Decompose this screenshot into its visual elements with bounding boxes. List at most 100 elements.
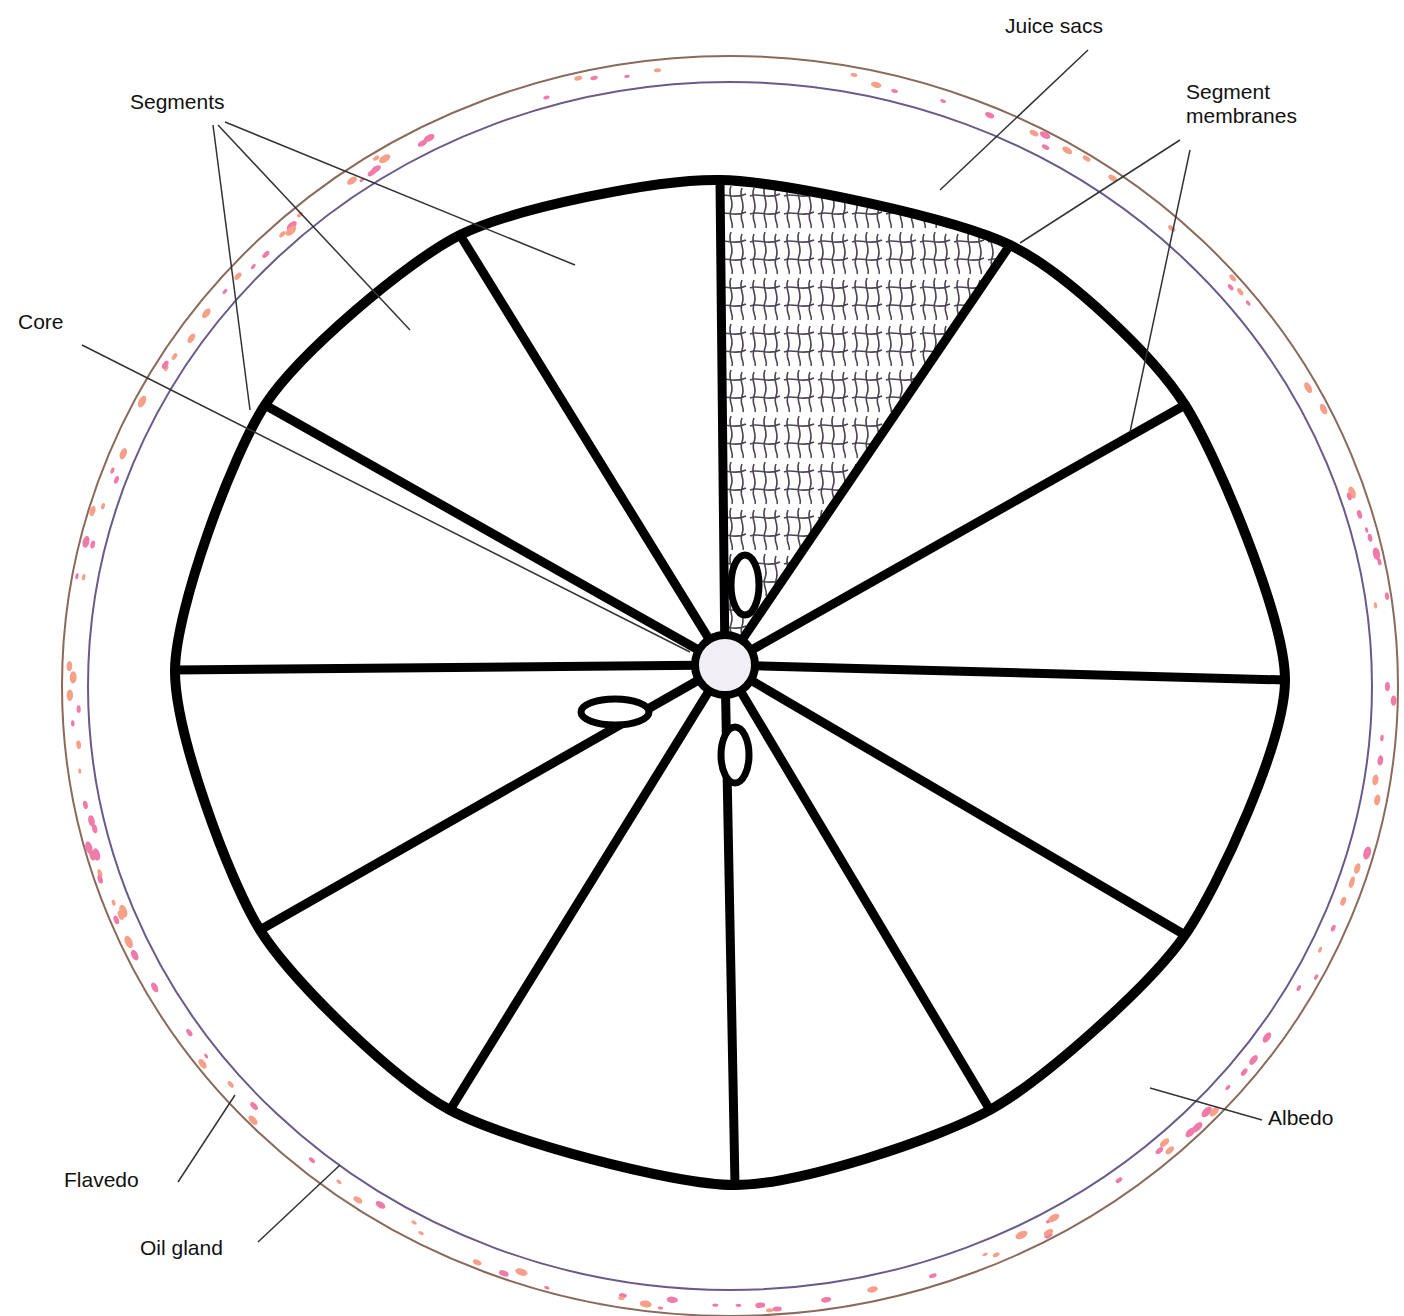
oil-gland-dot bbox=[1236, 287, 1245, 296]
oil-gland-dot bbox=[1362, 846, 1373, 861]
oil-gland-dot bbox=[1349, 876, 1356, 885]
oil-gland-dot bbox=[284, 224, 298, 238]
oil-gland-dot bbox=[161, 359, 170, 370]
part-label: Albedo bbox=[1268, 1106, 1333, 1130]
oil-gland-dot bbox=[1158, 1137, 1171, 1149]
leader-line bbox=[225, 122, 575, 265]
oil-gland-dot bbox=[227, 1080, 235, 1089]
part-label: Flavedo bbox=[64, 1168, 139, 1192]
oil-gland-dot bbox=[544, 1286, 550, 1290]
leader-line bbox=[82, 345, 690, 652]
oil-gland-dot bbox=[1154, 1146, 1164, 1156]
oil-gland-dot bbox=[100, 502, 105, 509]
flavedo-boundary bbox=[88, 82, 1372, 1290]
oil-gland-dot bbox=[1227, 283, 1235, 291]
oil-gland-dot bbox=[91, 847, 101, 861]
oil-gland-dot bbox=[590, 75, 598, 81]
segment-membrane bbox=[720, 180, 725, 665]
leader-line bbox=[940, 50, 1088, 190]
oil-gland-dot bbox=[90, 540, 96, 549]
oil-gland-dot bbox=[1167, 224, 1176, 233]
oil-gland-dot bbox=[1184, 1126, 1197, 1139]
oil-gland-dot bbox=[1346, 492, 1353, 501]
pulp bbox=[175, 180, 1285, 1185]
part-label: Segments bbox=[130, 90, 225, 114]
seed bbox=[731, 555, 759, 615]
oil-gland-dot bbox=[67, 689, 74, 701]
core bbox=[695, 635, 755, 695]
oil-gland-dot bbox=[984, 111, 995, 120]
oil-gland-dot bbox=[203, 1053, 209, 1059]
oil-gland-dot bbox=[84, 841, 94, 855]
oil-gland-dot bbox=[422, 132, 435, 143]
oil-gland-dot bbox=[111, 900, 116, 906]
oil-gland-dot bbox=[1372, 774, 1380, 786]
oil-gland-dot bbox=[735, 1304, 741, 1307]
oil-gland-dot bbox=[96, 874, 103, 884]
part-label: Oil gland bbox=[140, 1236, 223, 1260]
oil-gland-dot bbox=[1339, 896, 1347, 907]
oil-gland-dot bbox=[136, 394, 148, 408]
oil-gland-dot bbox=[514, 1267, 528, 1278]
oil-gland-dot bbox=[940, 98, 947, 103]
segment-membrane bbox=[265, 405, 725, 665]
part-label: Core bbox=[18, 310, 64, 334]
oil-gland-dot bbox=[261, 250, 270, 259]
oil-gland-dot bbox=[1330, 924, 1337, 932]
seed bbox=[581, 699, 649, 725]
oil-gland-dot bbox=[1228, 273, 1237, 282]
oil-gland-dot bbox=[222, 288, 228, 295]
leader-line bbox=[218, 125, 410, 330]
oil-gland-dot bbox=[1377, 755, 1384, 766]
oil-gland-dot bbox=[149, 981, 159, 993]
oil-gland-dot bbox=[1377, 558, 1382, 566]
segment-membrane bbox=[260, 665, 725, 930]
oil-gland-dot bbox=[472, 1258, 482, 1266]
part-label: Juice sacs bbox=[1005, 14, 1103, 38]
oil-gland-dot bbox=[249, 1101, 259, 1112]
oil-gland-dot bbox=[66, 661, 72, 671]
oil-gland-dot bbox=[1240, 1067, 1249, 1077]
oil-gland-dot bbox=[1043, 1228, 1054, 1238]
oil-gland-dot bbox=[654, 68, 662, 73]
oil-gland-dot bbox=[78, 768, 82, 774]
oil-gland-dot bbox=[1385, 682, 1390, 691]
oil-gland-dot bbox=[1384, 592, 1389, 600]
oil-gland-dot bbox=[411, 1220, 418, 1226]
oil-gland-dot bbox=[200, 307, 212, 320]
oil-gland-dot bbox=[82, 800, 88, 809]
oil-gland-dot bbox=[186, 332, 197, 344]
oil-gland-dot bbox=[1261, 1031, 1273, 1044]
part-label: Segment membranes bbox=[1186, 80, 1346, 128]
leader-line bbox=[1150, 1088, 1262, 1120]
oil-gland-dot bbox=[352, 1195, 363, 1205]
oil-gland-dot bbox=[1313, 974, 1319, 981]
oil-gland-dot bbox=[1061, 145, 1073, 156]
oil-gland-dot bbox=[129, 949, 140, 962]
oil-gland-dot bbox=[755, 1302, 765, 1308]
oil-gland-dot bbox=[666, 1296, 678, 1303]
oil-gland-dot bbox=[1303, 381, 1314, 394]
oil-gland-dot bbox=[1353, 862, 1362, 874]
oil-gland-dot bbox=[867, 1285, 879, 1293]
oil-gland-dot bbox=[377, 152, 391, 165]
oil-gland-dot bbox=[1356, 509, 1363, 519]
oil-gland-dot bbox=[1391, 695, 1397, 705]
oil-gland-dot bbox=[1107, 173, 1118, 183]
leader-line bbox=[178, 1095, 235, 1182]
oil-gland-dot bbox=[1367, 533, 1373, 542]
oil-gland-dot bbox=[87, 814, 96, 827]
oil-gland-dot bbox=[1245, 300, 1251, 307]
oil-gland-dot bbox=[118, 447, 129, 460]
oil-gland-dot bbox=[870, 81, 882, 89]
oil-gland-dot bbox=[1296, 984, 1302, 992]
oil-gland-dot bbox=[574, 75, 583, 81]
oil-gland-dot bbox=[1373, 794, 1381, 806]
oil-gland-dot bbox=[543, 95, 550, 100]
oil-gland-dot bbox=[88, 505, 96, 517]
oil-gland-dot bbox=[197, 1057, 209, 1070]
oil-gland-dot bbox=[111, 899, 116, 906]
oil-gland-dot bbox=[766, 1308, 774, 1312]
leader-line bbox=[258, 1165, 340, 1242]
